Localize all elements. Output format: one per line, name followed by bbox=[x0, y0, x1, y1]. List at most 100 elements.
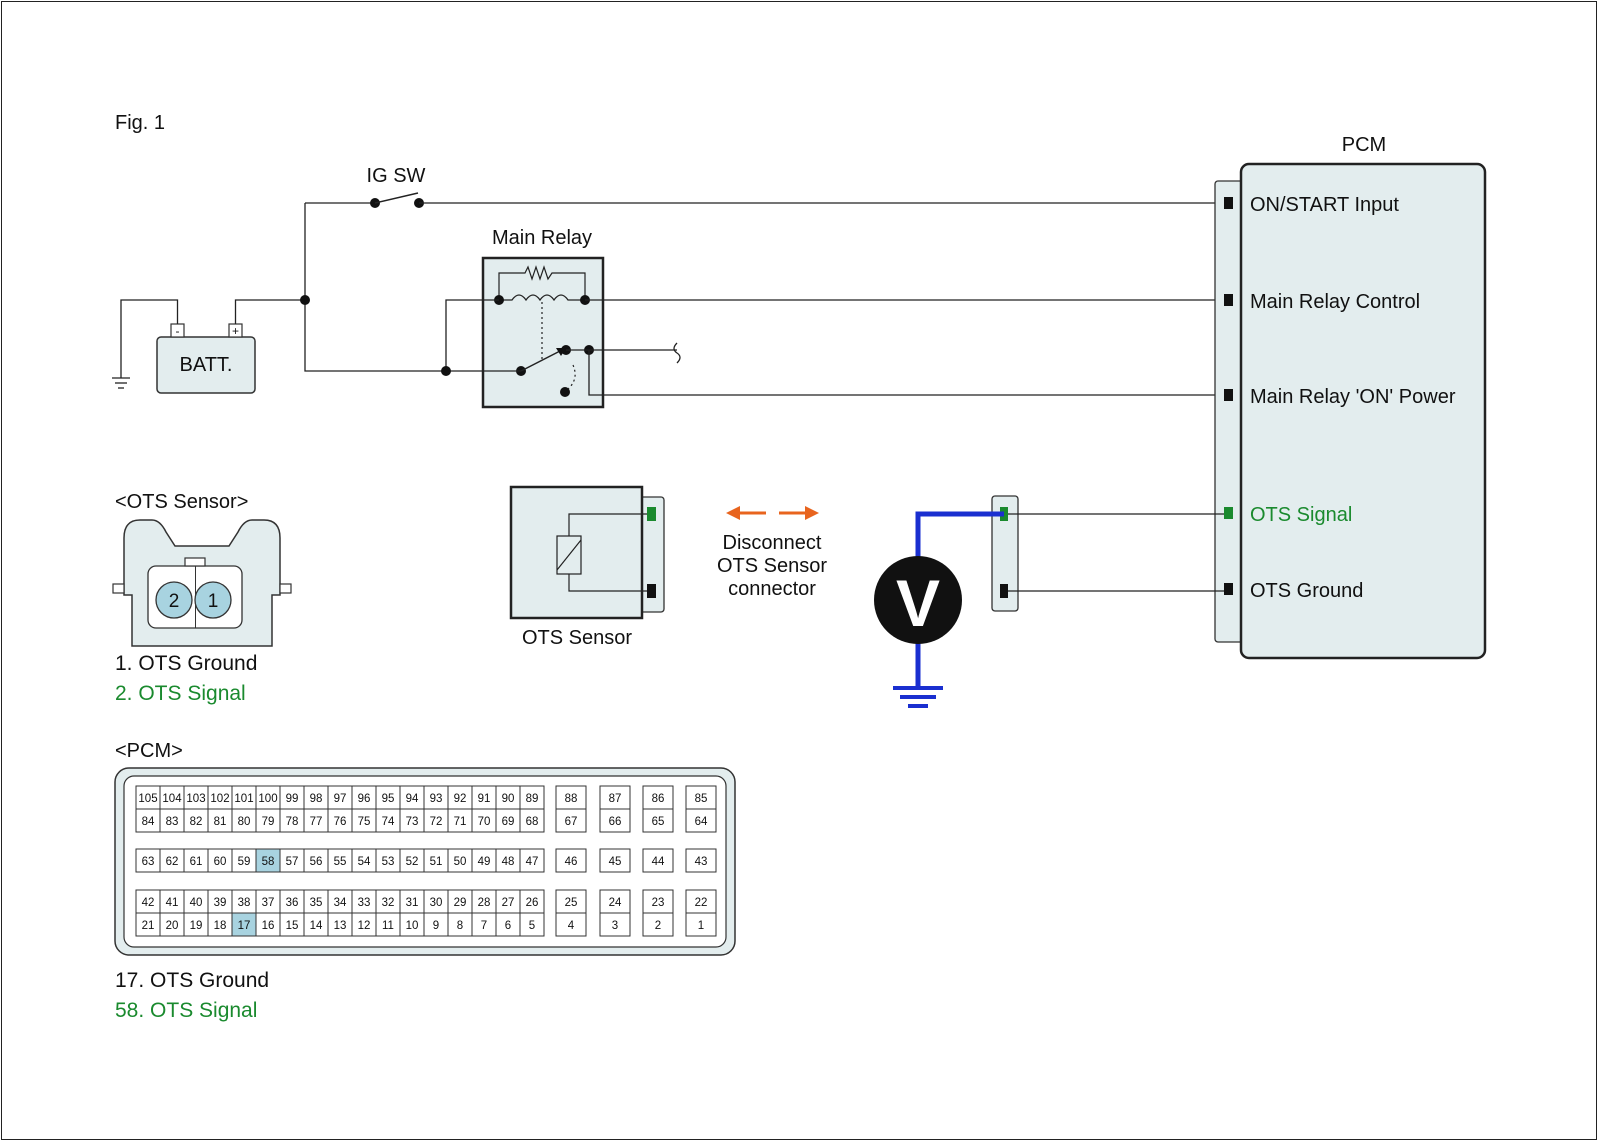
pcm-pin-relay-control bbox=[1224, 294, 1233, 306]
battery-label: BATT. bbox=[180, 354, 233, 376]
pcm-pin bbox=[685, 912, 717, 937]
pcm-pin-label: 1 bbox=[698, 920, 704, 932]
pcm-pin-label: 42 bbox=[142, 897, 155, 909]
pcm-pin-label: 89 bbox=[526, 793, 539, 805]
pcm-pin-label: 5 bbox=[529, 920, 535, 932]
pcm-pin-label: 85 bbox=[695, 793, 708, 805]
pcm-pin-label: 11 bbox=[382, 920, 394, 932]
pcm-pin bbox=[685, 848, 717, 873]
pcm-pin bbox=[519, 912, 545, 937]
pcm-pin-ots-ground bbox=[1224, 583, 1233, 595]
main-relay: Main Relay bbox=[481, 227, 605, 409]
pcm-pin-label: 63 bbox=[142, 856, 155, 868]
pcm-pin-label: 12 bbox=[358, 920, 371, 932]
pcm-pin-label: 75 bbox=[358, 816, 371, 828]
pcm-pin-label: 4 bbox=[568, 920, 575, 932]
pcm-pin-label: 10 bbox=[406, 920, 419, 932]
pcm-pin-label: 18 bbox=[214, 920, 227, 932]
figure-label: Fig. 1 bbox=[115, 112, 165, 134]
pcm-pin-label: 99 bbox=[286, 793, 299, 805]
pcm-pin-label: 51 bbox=[430, 856, 443, 868]
battery-neg-sign: - bbox=[176, 324, 180, 338]
pcm-pin-label: 2 bbox=[655, 920, 661, 932]
pcm-terminal-label: Main Relay Control bbox=[1250, 291, 1420, 313]
pcm-pin-label: 48 bbox=[502, 856, 515, 868]
voltmeter: V bbox=[874, 511, 1004, 708]
pcm-pin-label: 16 bbox=[262, 920, 275, 932]
pcm-pin-label: 60 bbox=[214, 856, 227, 868]
pcm-pin-label: 98 bbox=[310, 793, 323, 805]
pcm-pin-label: 57 bbox=[286, 856, 299, 868]
pcm-pin-label: 39 bbox=[214, 897, 227, 909]
pcm-pin-label: 65 bbox=[652, 816, 665, 828]
pcm-pin bbox=[642, 912, 674, 937]
pcm-pin-label: 28 bbox=[478, 897, 491, 909]
pcm-pin-label: 8 bbox=[457, 920, 463, 932]
pcm-pin-label: 31 bbox=[406, 897, 419, 909]
pcm-pin-label: 49 bbox=[478, 856, 491, 868]
pcm-pin-label: 79 bbox=[262, 816, 275, 828]
pcm-pin-label: 86 bbox=[652, 793, 665, 805]
pcm-pin-label: 64 bbox=[695, 816, 708, 828]
pcm-pin-label: 20 bbox=[166, 920, 179, 932]
pcm-pin-label: 102 bbox=[210, 793, 229, 805]
pcm-pin-label: 22 bbox=[695, 897, 708, 909]
pcm-pin bbox=[642, 808, 674, 833]
pcm-pin-label: 55 bbox=[334, 856, 347, 868]
pcm-pin-label: 76 bbox=[334, 816, 347, 828]
pcm-pin-label: 100 bbox=[258, 793, 277, 805]
pcm-pin-label: 105 bbox=[138, 793, 157, 805]
pcm-pin-label: 40 bbox=[190, 897, 203, 909]
pcm-pin-label: 14 bbox=[310, 920, 323, 932]
pcm-pin-label: 17 bbox=[238, 920, 251, 932]
pcm-pin-label: 94 bbox=[406, 793, 419, 805]
pcm-pin-label: 83 bbox=[166, 816, 179, 828]
ots-sensor: OTS Sensor bbox=[509, 485, 665, 649]
pcm-pin bbox=[642, 848, 674, 873]
pcm-pin bbox=[599, 912, 631, 937]
pcm-pin-label: 68 bbox=[526, 816, 539, 828]
pcm-pin-label: 9 bbox=[433, 920, 439, 932]
pcm-pin-label: 73 bbox=[406, 816, 419, 828]
pcm-title: PCM bbox=[1342, 134, 1386, 156]
pcm-pin-label: 45 bbox=[609, 856, 622, 868]
pcm-terminal-label: ON/START Input bbox=[1250, 194, 1399, 216]
pcm-pin-label: 33 bbox=[358, 897, 371, 909]
pcm-pin-label: 103 bbox=[186, 793, 205, 805]
pcm-pin-label: 84 bbox=[142, 816, 155, 828]
pcm-pin-label: 56 bbox=[310, 856, 323, 868]
pcm-pin bbox=[519, 848, 545, 873]
pcm-pin-label: 96 bbox=[358, 793, 371, 805]
pcm-pin bbox=[599, 808, 631, 833]
pcm-pin-label: 78 bbox=[286, 816, 299, 828]
pcm-pin bbox=[555, 808, 587, 833]
pcm-pin-label: 29 bbox=[454, 897, 467, 909]
ots-legend-item: 2. OTS Signal bbox=[115, 682, 246, 705]
pcm-pin-label: 41 bbox=[166, 897, 179, 909]
ots-pin-label: 2 bbox=[169, 591, 180, 612]
instruction-line: OTS Sensor bbox=[717, 555, 827, 577]
ots-legend-item: 1. OTS Ground bbox=[115, 652, 257, 675]
pcm-pin bbox=[555, 848, 587, 873]
pcm-pin bbox=[519, 808, 545, 833]
pcm-pin-label: 37 bbox=[262, 897, 275, 909]
pcm-pin-label: 21 bbox=[142, 920, 155, 932]
instruction-line: Disconnect bbox=[723, 532, 822, 554]
pcm-legend-item: 17. OTS Ground bbox=[115, 969, 269, 992]
pcm-pin-label: 87 bbox=[609, 793, 622, 805]
pcm-pin-label: 23 bbox=[652, 897, 665, 909]
ots-sensor-label: OTS Sensor bbox=[522, 627, 632, 649]
pcm-pin-label: 72 bbox=[430, 816, 443, 828]
pcm-pin-label: 104 bbox=[162, 793, 182, 805]
pcm-pin-ots-signal bbox=[1224, 507, 1233, 519]
main-relay-label: Main Relay bbox=[492, 227, 592, 249]
pcm-pin-label: 80 bbox=[238, 816, 251, 828]
pcm-terminal-label: OTS Signal bbox=[1250, 504, 1352, 526]
pcm-pin-label: 30 bbox=[430, 897, 443, 909]
pcm-pin-label: 74 bbox=[382, 816, 395, 828]
pcm-pin-label: 53 bbox=[382, 856, 395, 868]
pcm-pin-label: 24 bbox=[609, 897, 622, 909]
